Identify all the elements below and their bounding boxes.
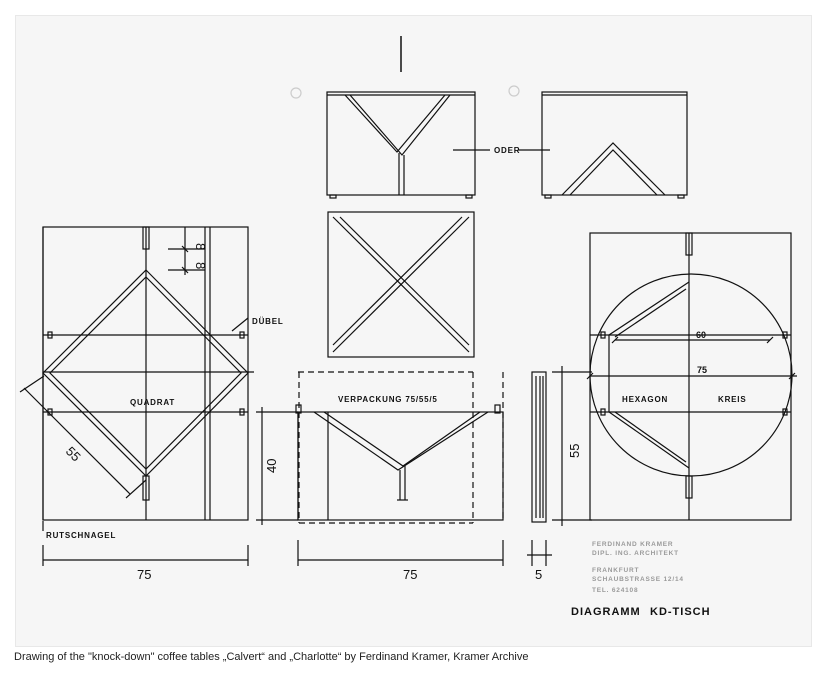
title-diagramm: DIAGRAMM <box>571 606 641 618</box>
image-caption: Drawing of the "knock-down" coffee table… <box>14 651 529 663</box>
dim-8-top: 8 <box>193 243 208 250</box>
label-rutschnagel: RUTSCHNAGEL <box>46 531 116 540</box>
stamp-line-1: FERDINAND KRAMER <box>592 541 673 548</box>
dim-75-circle <box>586 372 797 380</box>
dim-55-diagonal <box>19 375 147 499</box>
plan-hexagon-kreis <box>589 232 793 521</box>
dim-60 <box>611 336 774 344</box>
label-verpackung: VERPACKUNG 75/55/5 <box>338 395 438 404</box>
label-kreis: KREIS <box>718 395 746 404</box>
label-dubel: DÜBEL <box>252 317 284 326</box>
label-hexagon: HEXAGON <box>622 395 668 404</box>
dim-75-mid-text: 75 <box>403 567 417 582</box>
punch-hole-right <box>508 85 520 97</box>
elevation-y-legs <box>326 91 476 199</box>
stamp-line-5: TEL. 624108 <box>592 587 638 594</box>
technical-drawing: ODER <box>19 36 797 618</box>
stamp-line-3: FRANKFURT <box>592 567 639 574</box>
dim-40-text: 40 <box>264 459 279 473</box>
plan-quadrat <box>42 226 254 521</box>
drawing-frame: ODER <box>16 16 811 646</box>
dim-40 <box>256 407 298 525</box>
stamp-line-4: SCHAUBSTRASSE 12/14 <box>592 576 684 583</box>
title-kd-tisch: KD-TISCH <box>650 606 711 618</box>
elevation-v-legs <box>541 91 688 199</box>
punch-hole-left <box>290 87 302 99</box>
dubel-leader <box>231 317 249 332</box>
dim-60-text: 60 <box>696 330 706 340</box>
elevation-verpackung <box>295 371 504 524</box>
label-oder: ODER <box>494 146 520 155</box>
dim-5-text: 5 <box>535 567 542 582</box>
dim-75-circle-text: 75 <box>697 365 707 375</box>
dim-55-right-text: 55 <box>567 444 582 458</box>
architect-stamp: FERDINAND KRAMER DIPL. ING. ARCHITEKT FR… <box>592 541 684 594</box>
stamp-line-2: DIPL. ING. ARCHITEKT <box>592 550 679 557</box>
dim-5 <box>527 540 552 566</box>
dim-8-8 <box>168 227 205 275</box>
dim-75-left <box>42 545 249 566</box>
dim-75-middle <box>297 540 504 566</box>
packed-stack <box>531 371 547 523</box>
dim-55-right <box>552 366 592 526</box>
label-quadrat: QUADRAT <box>130 398 175 407</box>
dim-75-left-text: 75 <box>137 567 151 582</box>
dim-55-diag: 55 <box>63 444 84 465</box>
dim-8-bottom: 8 <box>193 262 208 269</box>
plan-x-legs <box>327 211 475 358</box>
